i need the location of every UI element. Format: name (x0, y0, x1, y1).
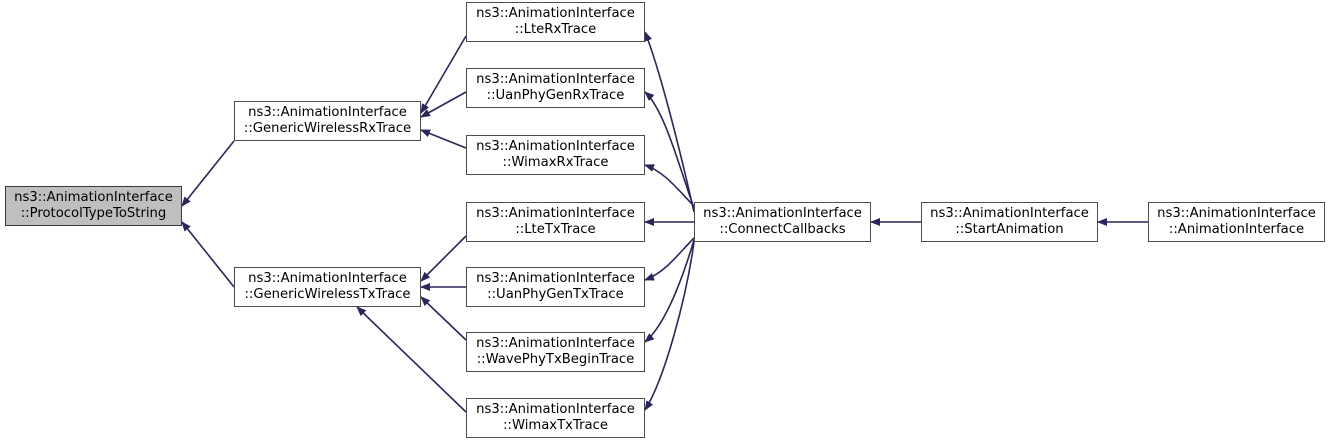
node-label-line2: ::LteTxTrace (515, 222, 596, 237)
graph-node-uanphygenrxtrace[interactable]: ns3::AnimationInterface::UanPhyGenRxTrac… (466, 68, 645, 108)
node-label-line2: ::ProtocolTypeToString (20, 206, 167, 221)
call-edge (420, 35, 467, 114)
graph-node-genericwirelessrxtrace[interactable]: ns3::AnimationInterface::GenericWireless… (234, 101, 421, 141)
node-label-line1: ns3::AnimationInterface (248, 104, 407, 120)
node-label-line2: ::LteRxTrace (514, 22, 597, 37)
graph-node-ltetxtrace[interactable]: ns3::AnimationInterface::LteTxTrace (466, 202, 645, 242)
call-edge (420, 235, 467, 282)
call-edge (181, 140, 235, 207)
graph-node-animationinterface[interactable]: ns3::AnimationInterface::AnimationInterf… (1148, 202, 1325, 242)
graph-node-genericwirelesstxtrace[interactable]: ns3::AnimationInterface::GenericWireless… (234, 267, 421, 307)
call-edge (644, 91, 695, 209)
node-label-line2: ::WimaxTxTrace (503, 418, 608, 433)
node-label-line2: ::GenericWirelessRxTrace (243, 121, 412, 136)
node-label-line1: ns3::AnimationInterface (476, 5, 635, 21)
graph-node-wimaxrxtrace[interactable]: ns3::AnimationInterface::WimaxRxTrace (466, 135, 645, 175)
node-label-line2: ::ConnectCallbacks (719, 222, 846, 237)
node-label-line1: ns3::AnimationInterface (703, 205, 862, 221)
node-label-line1: ns3::AnimationInterface (930, 205, 1089, 221)
call-edge (420, 129, 467, 149)
graph-node-startanimation[interactable]: ns3::AnimationInterface::StartAnimation (921, 202, 1098, 242)
node-label-line1: ns3::AnimationInterface (476, 205, 635, 221)
call-edge (644, 31, 695, 213)
graph-node-wimaxtxtrace[interactable]: ns3::AnimationInterface::WimaxTxTrace (466, 398, 645, 438)
node-label-line2: ::UanPhyGenRxTrace (486, 88, 625, 103)
node-label-line1: ns3::AnimationInterface (248, 270, 407, 286)
node-label-line1: ns3::AnimationInterface (476, 138, 635, 154)
node-label-line2: ::WimaxRxTrace (502, 155, 609, 170)
call-edge (420, 296, 467, 341)
node-label-line1: ns3::AnimationInterface (14, 189, 173, 205)
node-label-line2: ::WavePhyTxBeginTrace (476, 352, 635, 367)
call-edge (181, 221, 235, 288)
graph-node-connectcallbacks[interactable]: ns3::AnimationInterface::ConnectCallback… (694, 202, 871, 242)
node-label-line1: ns3::AnimationInterface (476, 335, 635, 351)
graph-node-wavephytxbegintrace[interactable]: ns3::AnimationInterface::WavePhyTxBeginT… (466, 332, 645, 372)
graph-node-ltemxtrace[interactable]: ns3::AnimationInterface::LteRxTrace (466, 2, 645, 42)
node-label-line2: ::AnimationInterface (1168, 222, 1305, 237)
node-label-line2: ::UanPhyGenTxTrace (487, 287, 624, 302)
call-edge (356, 306, 467, 413)
node-label-line1: ns3::AnimationInterface (476, 71, 635, 87)
graph-node-protocoltypetostring[interactable]: ns3::AnimationInterface::ProtocolTypeToS… (5, 186, 182, 226)
node-label-line2: ::StartAnimation (955, 222, 1064, 237)
node-label-line2: ::GenericWirelessTxTrace (244, 287, 411, 302)
node-label-line1: ns3::AnimationInterface (476, 401, 635, 417)
call-edge (644, 164, 695, 207)
node-label-line1: ns3::AnimationInterface (1157, 205, 1316, 221)
graph-node-uanphygentxtrace[interactable]: ns3::AnimationInterface::UanPhyGenTxTrac… (466, 267, 645, 307)
call-edge (644, 237, 695, 281)
call-edge (420, 91, 467, 118)
call-edge (644, 241, 695, 411)
call-edge (644, 239, 695, 343)
node-label-line1: ns3::AnimationInterface (476, 270, 635, 286)
